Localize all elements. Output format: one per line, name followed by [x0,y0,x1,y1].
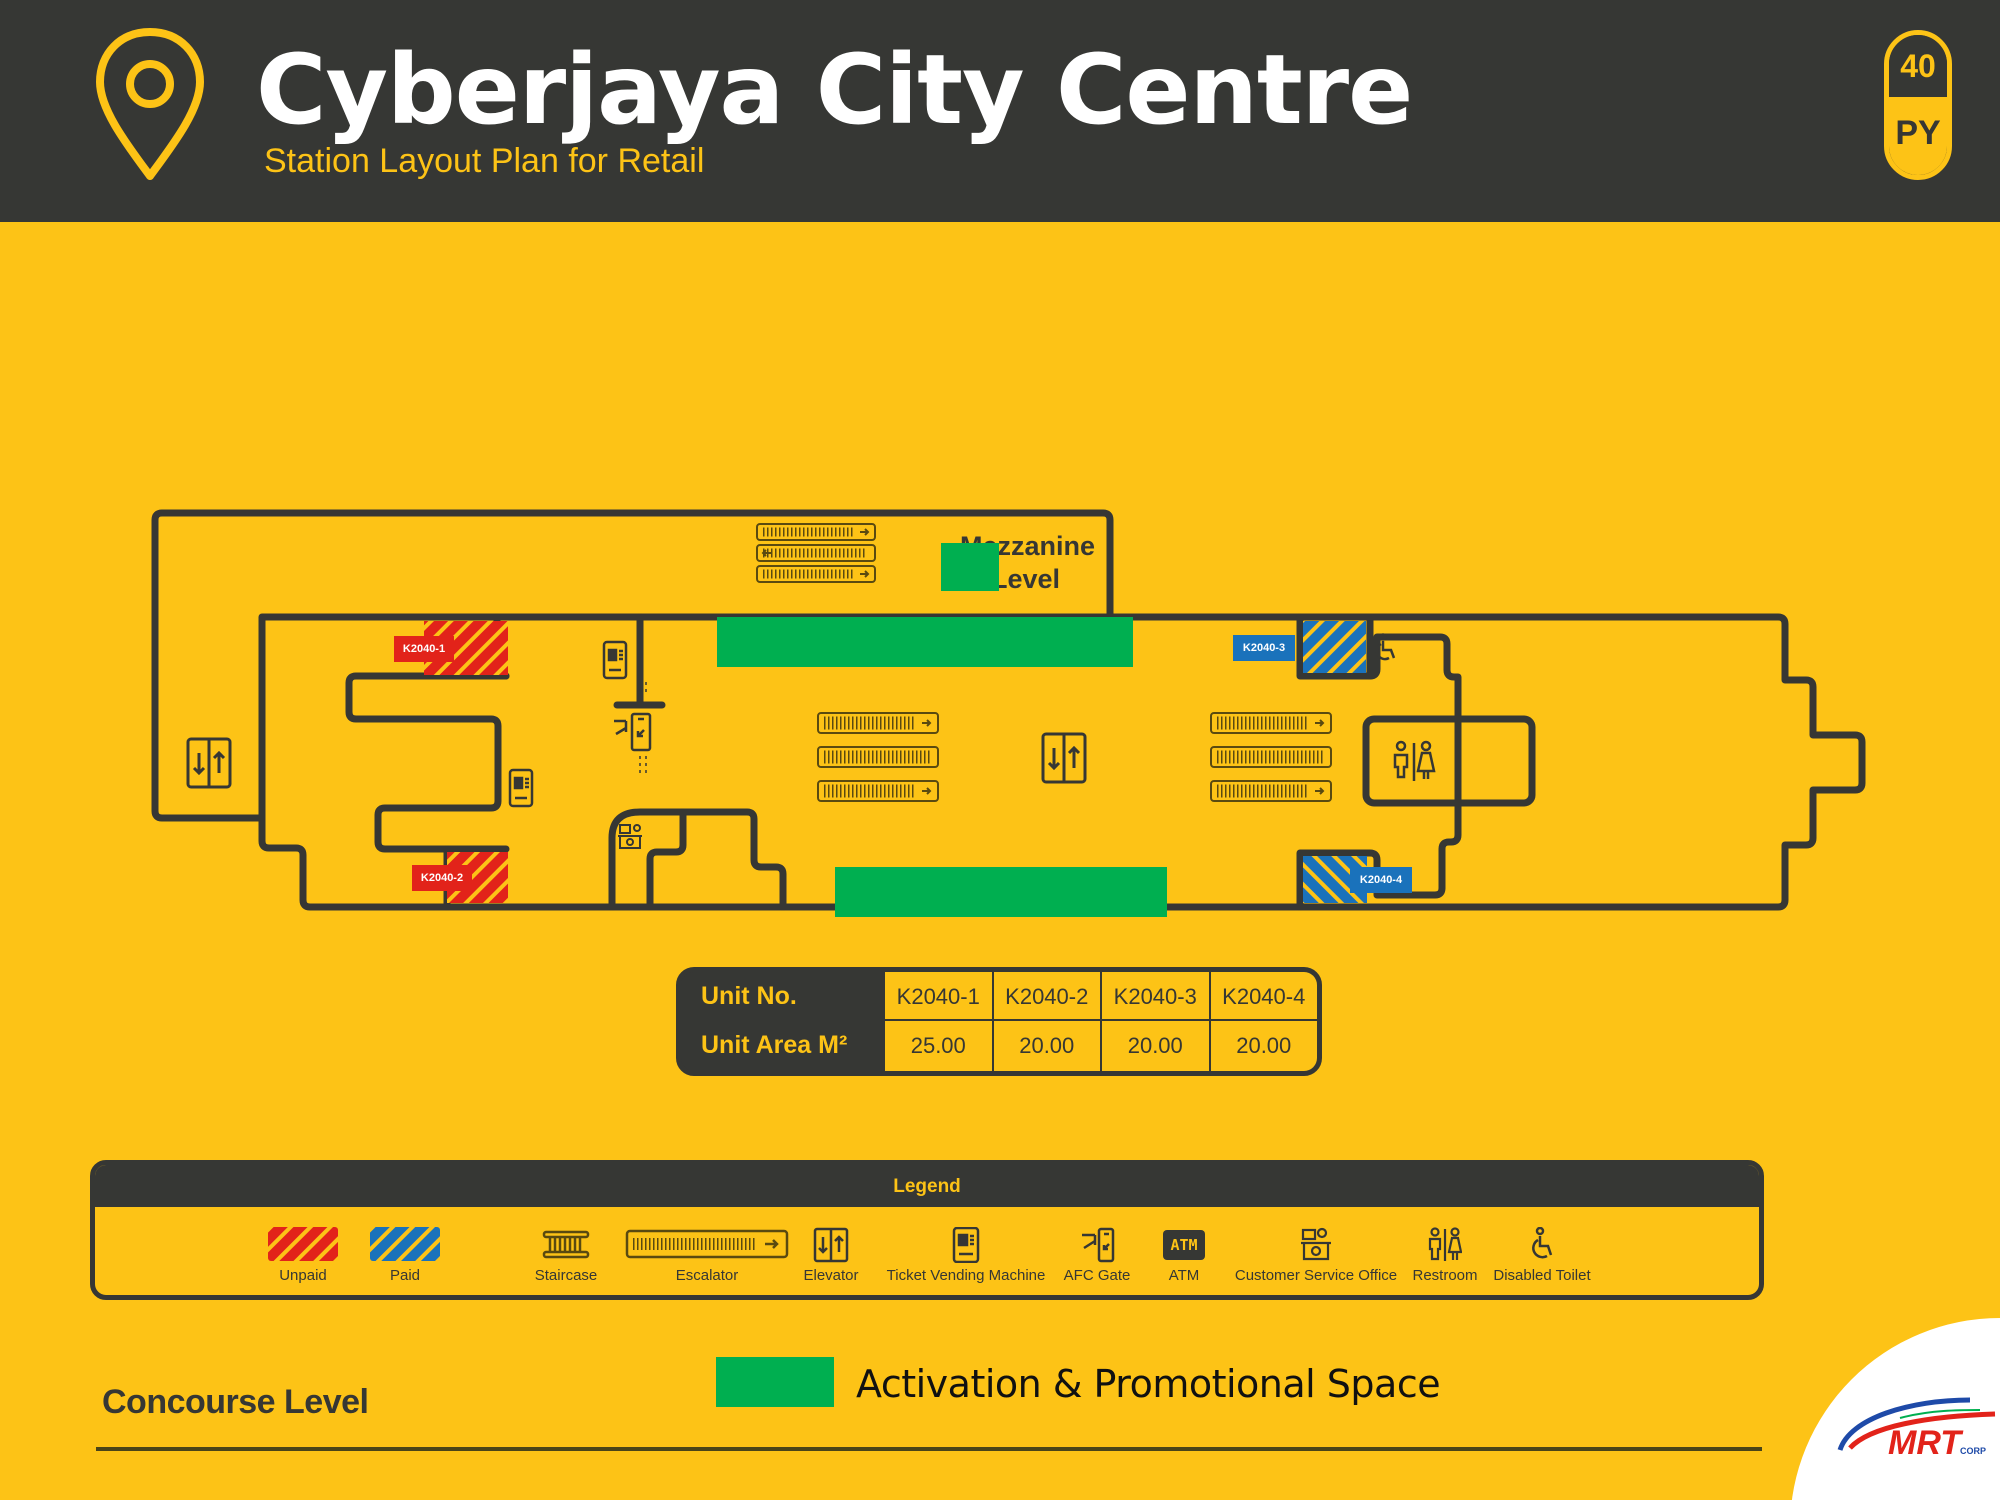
restroom-icon [1393,740,1436,781]
legend-item-paid: Paid [370,1227,440,1284]
elevator-icon [813,1227,849,1263]
legend-item-afc-gate: AFC Gate [1064,1227,1130,1284]
escalator-icon [756,523,876,583]
unit-table: Unit No. Unit Area M² K2040-1 25.00 K2040… [676,967,1322,1076]
mrt-corp-logo: MRT CORP [1837,1397,1996,1462]
afc-gate-icon [614,682,652,776]
promo-space-upper[interactable] [717,617,1133,667]
unit-column: K2040-2 20.00 [991,972,1100,1071]
ticket-vending-machine-icon [602,640,628,680]
legend-item-staircase: Staircase [535,1227,597,1284]
legend-label: Unpaid [279,1267,327,1284]
legend-item-elevator: Elevator [803,1227,859,1284]
legend-label: Elevator [803,1267,859,1284]
legend-item-atm: ATM ATM [1163,1227,1205,1284]
customer-service-icon [1301,1227,1331,1261]
svg-text:CORP: CORP [1960,1446,1986,1456]
legend-label: Staircase [534,1267,598,1284]
legend-item-tvm: Ticket Vending Machine [887,1226,1045,1284]
legend-item-disabled-toilet: Disabled Toilet [1493,1226,1591,1284]
unit-area-cell: 20.00 [1236,1033,1292,1058]
legend-label: AFC Gate [1063,1267,1131,1284]
header-bar: Cyberjaya City Centre Station Layout Pla… [0,0,2000,222]
unit-no-cell: K2040-4 [1210,972,1317,1021]
promo-space-swatch [716,1357,834,1407]
unpaid-swatch [268,1227,338,1261]
station-code: 40 [1889,35,1947,97]
paid-swatch [370,1227,440,1261]
restroom-icon [1428,1227,1463,1261]
unit-tag-k2040-1[interactable]: K2040-1 [394,636,454,662]
unit-area-k2040-3[interactable] [1303,621,1366,673]
legend-label: Escalator [675,1267,739,1284]
page-title: Cyberjaya City Centre [256,34,1413,146]
legend-label: Ticket Vending Machine [886,1267,1046,1284]
atm-icon: ATM [1163,1230,1205,1260]
unit-no-cell: K2040-3 [1102,972,1209,1021]
escalator-icon [625,1229,789,1259]
page-subtitle: Station Layout Plan for Retail [264,142,705,180]
unit-no-cell: K2040-2 [993,972,1100,1021]
legend-label: Paid [389,1267,421,1284]
legend-item-unpaid: Unpaid [268,1227,338,1284]
promo-space-lower[interactable] [835,867,1167,917]
disabled-toilet-icon [1532,1226,1553,1259]
unit-tag-k2040-3[interactable]: K2040-3 [1233,635,1295,661]
level-label: Concourse Level [102,1383,369,1421]
map-pin-icon [96,28,204,180]
unit-no-cell: K2040-1 [885,972,992,1021]
unit-area-header: Unit Area M² [701,1031,848,1059]
promo-space-mezzanine[interactable] [941,543,999,591]
legend: Legend Unpaid Paid Staircase Escalator E… [90,1160,1764,1300]
unit-tag-k2040-2[interactable]: K2040-2 [412,865,472,891]
unit-column: K2040-3 20.00 [1100,972,1209,1071]
line-badge: 40 PY [1884,30,1952,180]
legend-label: Restroom [1412,1267,1478,1284]
legend-item-escalator: Escalator [625,1227,789,1284]
elevator-icon [186,737,232,789]
legend-item-customer-service: Customer Service Office [1235,1227,1397,1284]
unit-column: K2040-4 20.00 [1208,972,1317,1071]
divider [96,1447,1762,1451]
legend-title: Legend [95,1165,1759,1207]
staircase-icon [542,1230,590,1259]
legend-item-restroom: Restroom [1412,1227,1478,1284]
legend-label: Disabled Toilet [1493,1267,1591,1284]
ticket-vending-machine-icon [952,1226,980,1264]
ticket-vending-machine-icon [508,768,534,808]
unit-area-cell: 20.00 [1127,1033,1183,1058]
unit-table-row-headers: Unit No. Unit Area M² [681,972,883,1071]
mezzanine-label-line2: Level [990,564,1060,594]
unit-column: K2040-1 25.00 [883,972,992,1071]
svg-text:MRT: MRT [1888,1424,1964,1462]
afc-gate-icon [1082,1227,1115,1263]
promo-space-label: Activation & Promotional Space [856,1362,1441,1406]
escalator-icon [1210,712,1332,802]
elevator-icon [1041,732,1087,784]
escalator-icon [817,712,939,802]
legend-label: ATM [1168,1267,1200,1284]
disabled-toilet-icon [1375,633,1396,661]
unit-tag-k2040-4[interactable]: K2040-4 [1350,867,1412,893]
unit-area-cell: 25.00 [910,1033,966,1058]
customer-service-icon [618,824,642,849]
legend-label: Customer Service Office [1234,1267,1398,1284]
line-code: PY [1889,97,1947,175]
unit-no-header: Unit No. [701,982,797,1010]
unit-area-cell: 20.00 [1019,1033,1075,1058]
